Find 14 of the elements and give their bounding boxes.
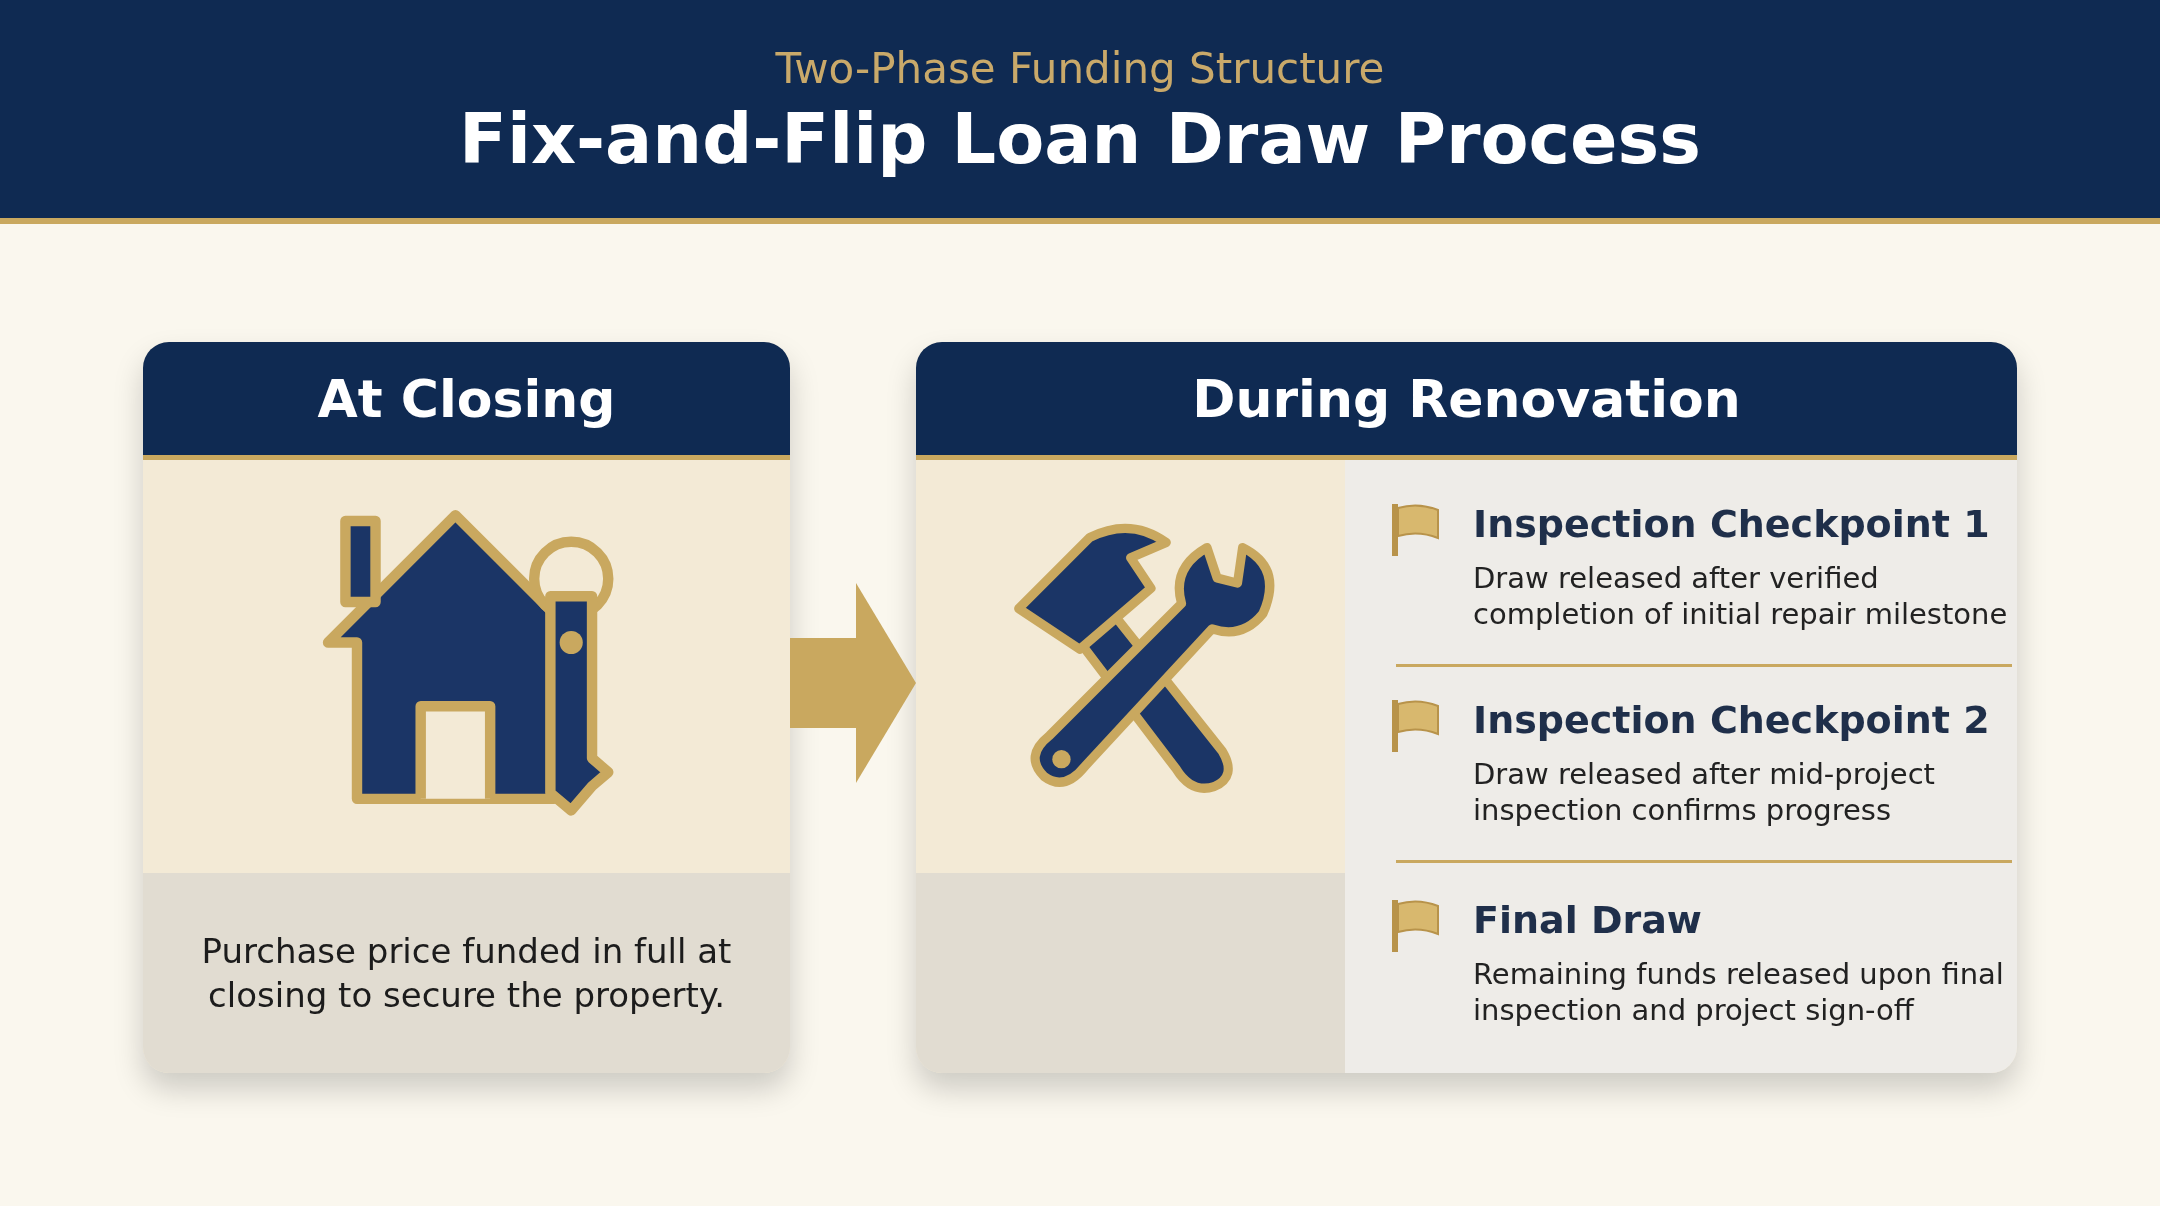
card bbox=[916, 342, 2017, 1073]
card-title: At Closing bbox=[143, 342, 790, 460]
checkpoint-text: Draw released after mid-project inspection confirms progress bbox=[1473, 756, 1936, 828]
title: Fix-and-Flip Loan Draw Process bbox=[458, 98, 1702, 180]
checkpoint-heading: Inspection Checkpoint 2 bbox=[1473, 698, 1990, 742]
checkpoint-heading: Final Draw bbox=[1473, 898, 1702, 942]
checkpoint-text: Remaining funds released upon final inspection and project sign-off bbox=[1473, 956, 2005, 1028]
arrow bbox=[790, 583, 916, 783]
subtitle: Two-Phase Funding Structure bbox=[774, 44, 1386, 93]
checkpoint-heading: Inspection Checkpoint 1 bbox=[1473, 502, 1990, 546]
checkpoint-text: Draw released after verified completion of initial repair milestone bbox=[1473, 560, 2009, 632]
card bbox=[143, 342, 790, 1073]
card-title: During Renovation bbox=[916, 342, 2017, 460]
description-text: Purchase price funded in full at closing to secure the property. bbox=[143, 873, 790, 1073]
